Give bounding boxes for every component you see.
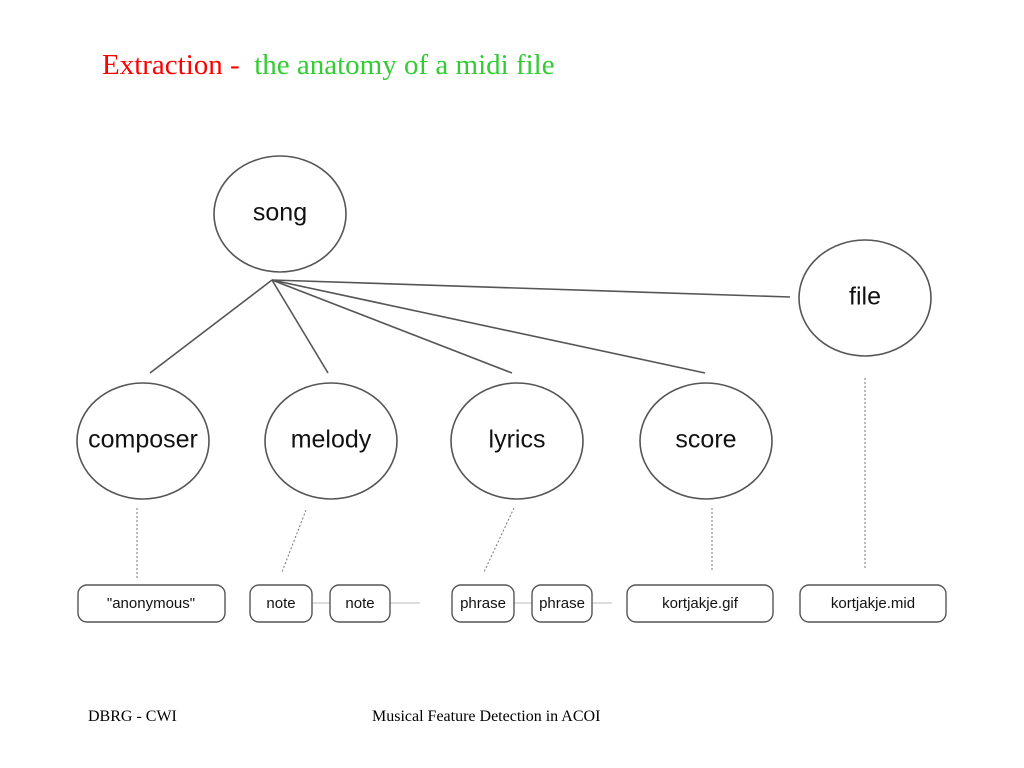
value-box-note-2: [329, 584, 391, 623]
value-links: [136, 378, 866, 580]
node-score: [639, 382, 773, 500]
edge-song-score: [271, 279, 706, 374]
node-file: [798, 239, 932, 357]
edge-song-file: [271, 279, 791, 298]
link-lyrics-phrase: [483, 507, 515, 573]
node-lyrics: [450, 382, 584, 500]
title-main: Extraction -: [102, 49, 240, 81]
node-lyrics-label: lyrics: [489, 426, 546, 454]
edge-song-composer: [149, 279, 273, 374]
node-composer-label: composer: [88, 426, 198, 454]
song-edges: [149, 279, 791, 374]
title-sub: the anatomy of a midi file: [254, 49, 555, 81]
value-box-gif: [626, 584, 774, 623]
value-box-phrase-1: [451, 584, 515, 623]
node-melody-label: melody: [291, 426, 372, 454]
footer-left: DBRG - CWI: [88, 708, 177, 725]
link-melody-note: [281, 509, 307, 573]
value-phrase-2: phrase: [539, 595, 585, 612]
edge-song-lyrics: [271, 279, 513, 374]
node-composer: [76, 382, 210, 500]
value-phrase-1: phrase: [460, 595, 506, 612]
slide-title: Extraction - the anatomy of a midi file: [102, 48, 555, 83]
value-box-anonymous: [77, 584, 226, 623]
value-note-2: note: [345, 595, 374, 612]
node-score-label: score: [675, 426, 736, 454]
node-song: [213, 155, 347, 273]
value-mid: kortjakje.mid: [831, 595, 915, 612]
node-song-label: song: [253, 199, 307, 227]
value-box-phrase-2: [531, 584, 593, 623]
node-file-label: file: [849, 283, 881, 311]
value-gif: kortjakje.gif: [662, 595, 739, 612]
value-anonymous: "anonymous": [107, 595, 195, 612]
edge-song-melody: [271, 279, 329, 374]
footer-center: Musical Feature Detection in ACOI: [372, 708, 601, 725]
value-box-mid: [799, 584, 947, 623]
node-melody: [264, 382, 398, 500]
value-box-note-1: [249, 584, 313, 623]
value-note-1: note: [266, 595, 295, 612]
